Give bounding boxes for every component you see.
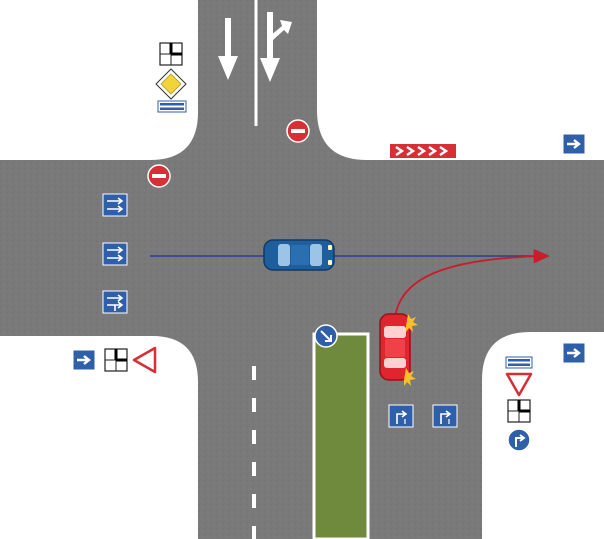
dashed-center-line xyxy=(252,366,256,539)
intersection-layout-plate-icon xyxy=(104,348,128,372)
sw-sign-cluster xyxy=(104,346,157,374)
priority-road-end-plate-icon xyxy=(505,356,533,369)
intersection-layout-plate-icon xyxy=(507,399,531,423)
intersection-layout-plate-icon xyxy=(159,42,183,66)
no-entry-sign-icon xyxy=(286,119,310,143)
right-turn-blinker-icon xyxy=(406,314,418,332)
lane-direction-sign-icon xyxy=(102,242,128,266)
blue-car xyxy=(263,239,335,271)
lane-arrow-straight-right xyxy=(260,12,292,82)
lane-direction-sign-icon xyxy=(102,290,128,314)
right-turn-blinker-icon xyxy=(404,368,416,386)
red-car-right-turn-route xyxy=(394,249,550,319)
turn-right-mandatory-sign-icon xyxy=(507,428,531,452)
no-entry-sign-icon xyxy=(147,164,171,188)
give-way-sign-icon xyxy=(505,372,533,397)
nw-sign-cluster xyxy=(155,42,187,113)
turn-right-only-sign-icon xyxy=(432,404,458,428)
turn-right-only-sign-icon xyxy=(388,404,414,428)
priority-road-sign-icon xyxy=(155,68,187,100)
north-lane-markings xyxy=(218,0,292,126)
one-way-sign-icon xyxy=(562,133,586,155)
lane-direction-sign-icon xyxy=(102,193,128,217)
red-car xyxy=(379,313,418,386)
lane-arrow-straight xyxy=(218,18,238,80)
sharp-turn-chevron-icon xyxy=(390,144,456,158)
median-strip xyxy=(312,332,370,539)
one-way-sign-icon xyxy=(562,342,586,364)
one-way-sign-icon xyxy=(72,349,96,371)
se-sign-cluster xyxy=(505,356,533,452)
give-way-sign-icon xyxy=(132,346,157,374)
priority-road-end-plate-icon xyxy=(157,100,187,113)
keep-right-sign-icon xyxy=(314,324,338,348)
south-lane-markings xyxy=(252,332,370,539)
